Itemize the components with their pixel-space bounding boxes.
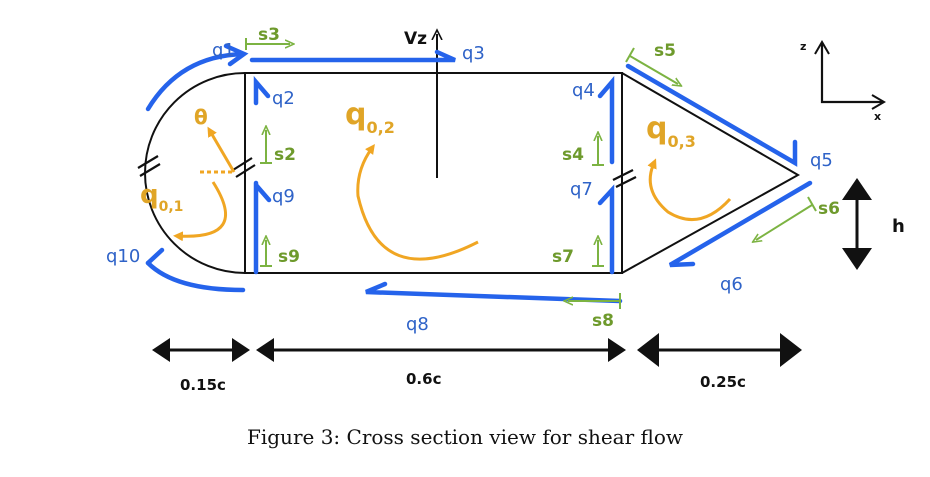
q01-label: q0,1	[140, 180, 183, 215]
theta-label: θ	[194, 105, 208, 129]
coordinate-axes: z x	[800, 40, 886, 123]
s-labels: s2 s3 s4 s5 s6 s7 s8 s9	[258, 25, 840, 331]
q02-circulation	[356, 143, 479, 261]
chord-dimensions: 0.15c 0.6c 0.25c	[152, 333, 802, 394]
q4-label: q4	[572, 80, 595, 101]
dim-left-label: 0.15c	[180, 376, 226, 394]
s4-label: s4	[562, 145, 584, 165]
q2-flow-arrow	[253, 75, 271, 106]
axis-x-label: x	[874, 110, 881, 123]
q01-circulation	[173, 181, 227, 242]
q6-label: q6	[720, 274, 743, 295]
q10-flow-arrow	[145, 260, 246, 293]
q03-label: q0,3	[646, 111, 696, 151]
s-coordinate-arrows	[245, 38, 817, 309]
center-box	[244, 72, 623, 274]
q2-label: q2	[272, 88, 295, 109]
q5-label: q5	[810, 150, 833, 171]
s6-label: s6	[818, 199, 840, 219]
s2-label: s2	[274, 145, 296, 165]
vz-force-arrow: Vz	[404, 29, 437, 178]
q4-flow-arrow	[597, 75, 615, 165]
h-label: h	[892, 216, 905, 237]
q10-label: q10	[106, 246, 140, 267]
figure-caption: Figure 3: Cross section view for shear f…	[246, 425, 684, 449]
q9-flow-arrow	[253, 180, 272, 275]
s5-label: s5	[654, 41, 676, 61]
q7-flow-arrow	[597, 184, 615, 275]
s9-label: s9	[278, 247, 300, 267]
trailing-triangle	[621, 72, 801, 274]
dim-right-label: 0.25c	[700, 373, 746, 391]
q8-label: q8	[406, 314, 429, 335]
q3-flow-arrow	[249, 49, 456, 63]
s6-arrow	[756, 204, 813, 240]
dim-middle-label: 0.6c	[406, 370, 441, 388]
shear-flow-diagram: Vz	[106, 25, 905, 394]
q6-flow-arrow	[668, 180, 813, 268]
q1-label: q1	[212, 40, 235, 61]
s7-label: s7	[552, 247, 574, 267]
q3-label: q3	[462, 43, 485, 64]
q7-label: q7	[570, 179, 593, 200]
q02-label: q0,2	[345, 97, 395, 137]
cut-marks	[137, 155, 637, 188]
axis-z-label: z	[800, 40, 806, 53]
q8-flow-arrow	[365, 281, 623, 304]
shear-flow-arrows	[145, 43, 813, 304]
theta-angle-arrow	[207, 126, 236, 173]
s3-label: s3	[258, 25, 280, 45]
circulation-labels: θ q0,1 q0,2 q0,3	[140, 97, 696, 215]
s5-arrow	[629, 55, 678, 84]
s8-label: s8	[592, 311, 614, 331]
q-labels: q1 q2 q3 q4 q5 q6 q7 q8 q9 q10	[106, 40, 833, 335]
circulation-arrows	[173, 126, 732, 261]
q5-flow-arrow	[625, 63, 798, 167]
vz-label: Vz	[404, 29, 427, 49]
height-dimension: h	[842, 178, 905, 270]
q9-label: q9	[272, 186, 295, 207]
q1-flow-arrow	[145, 51, 246, 112]
q03-circulation	[647, 158, 732, 221]
